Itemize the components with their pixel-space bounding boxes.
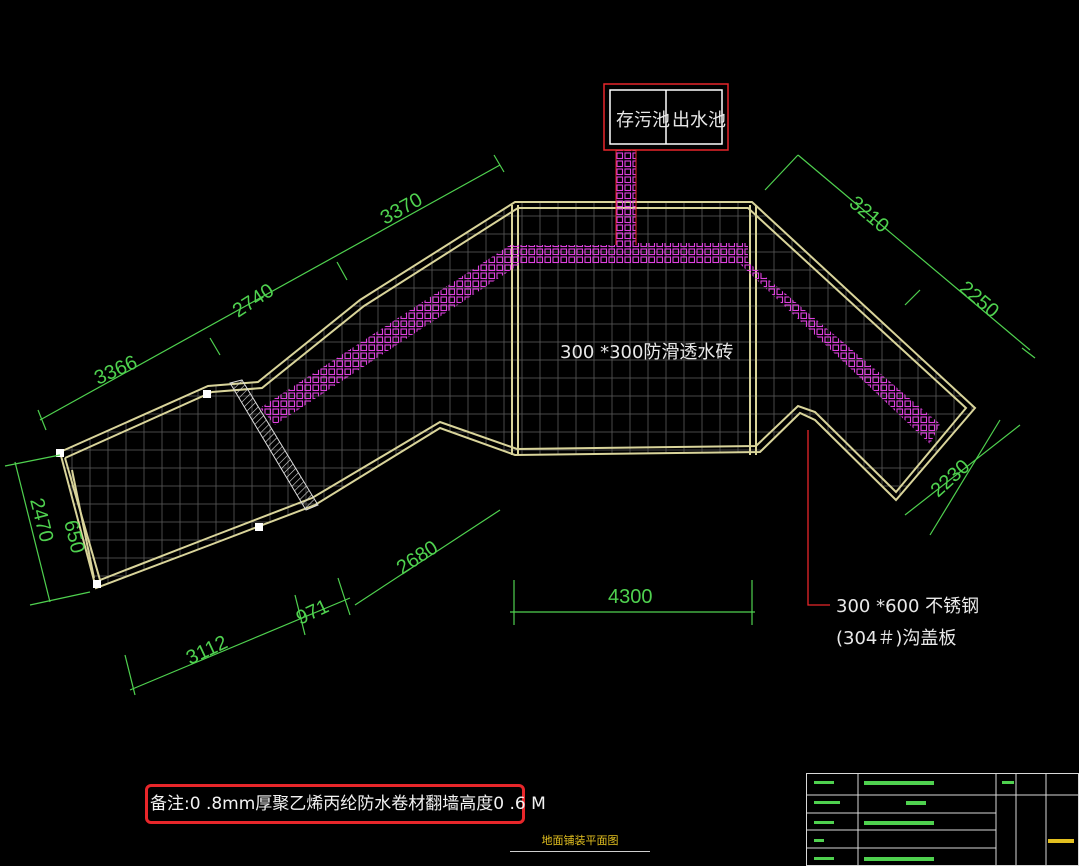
dim-2680: 2680 bbox=[393, 537, 442, 580]
tank-left-label: 存污池 bbox=[616, 110, 670, 131]
wall-posts bbox=[56, 390, 263, 588]
dim-3210: 3210 bbox=[845, 192, 893, 237]
dim-3366: 3366 bbox=[91, 351, 141, 389]
title-block bbox=[806, 773, 1079, 866]
dim-2230: 2230 bbox=[927, 456, 975, 502]
drain-cover-callout: 300 *600 不锈钢 (304＃)沟盖板 bbox=[807, 430, 979, 649]
floor-material-label: 300 *300防滑透水砖 bbox=[560, 342, 733, 363]
dim-2740: 2740 bbox=[229, 280, 278, 323]
hatched-wall bbox=[229, 379, 319, 511]
waterproofing-note: 备注:0 .8mm厚聚乙烯丙纶防水卷材翻墙高度0 .6 M bbox=[145, 784, 546, 824]
dim-3370: 3370 bbox=[377, 189, 427, 230]
tanks: 存污池 出水池 bbox=[603, 83, 729, 245]
drain-label-line2: (304＃)沟盖板 bbox=[836, 628, 956, 649]
drain-label-line1: 300 *600 不锈钢 bbox=[836, 596, 979, 617]
dim-3112: 3112 bbox=[183, 631, 231, 669]
dim-2470: 2470 bbox=[25, 496, 57, 545]
dim-971: 971 bbox=[293, 595, 333, 629]
dimension-lines bbox=[4, 154, 1036, 696]
dim-4300: 4300 bbox=[608, 586, 653, 608]
note-text: 备注:0 .8mm厚聚乙烯丙纶防水卷材翻墙高度0 .6 M bbox=[150, 794, 546, 814]
tank-right-label: 出水池 bbox=[672, 110, 726, 131]
drawing-title: 地面铺装平面图 bbox=[510, 832, 650, 852]
dim-2250: 2250 bbox=[955, 277, 1003, 322]
